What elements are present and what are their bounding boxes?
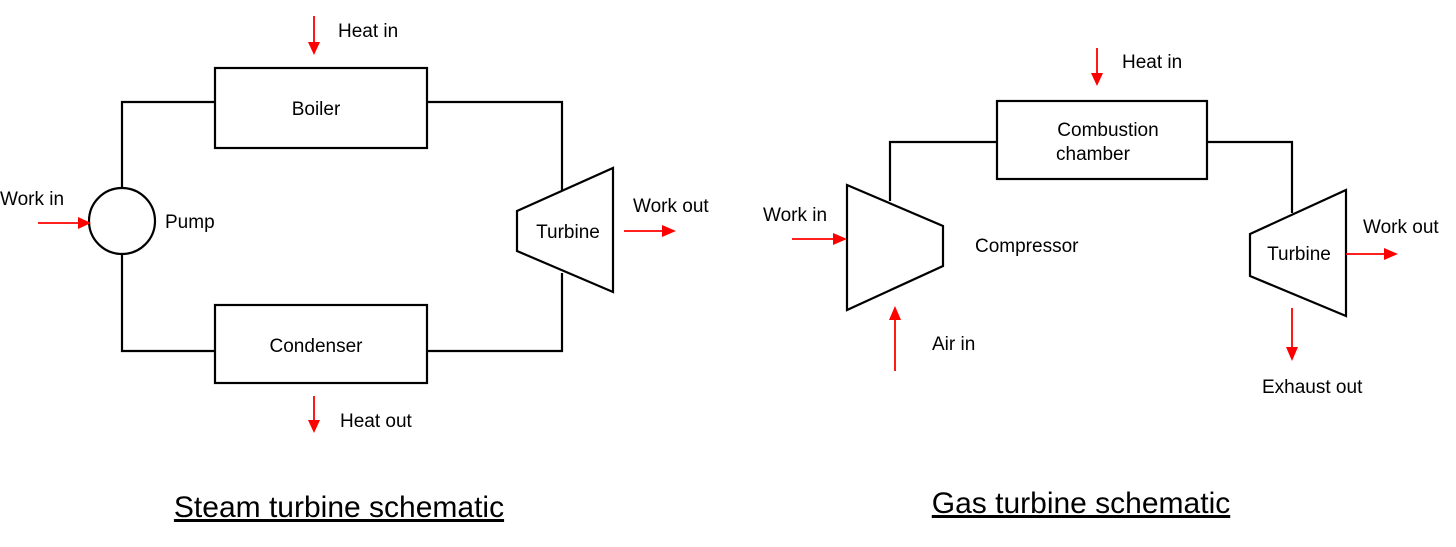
gas-work-out-arrowhead (1384, 248, 1398, 260)
steam-work-in-arrowhead (78, 217, 91, 229)
gas-turbine-label: Turbine (1267, 244, 1331, 265)
boiler-box (213, 66, 429, 150)
compressor-shape (845, 183, 945, 312)
gas-work-out-label: Work out (1363, 217, 1439, 238)
gas-heat-in-label: Heat in (1122, 52, 1182, 73)
condenser-label: Condenser (270, 336, 364, 357)
steam-heat-in-label: Heat in (338, 21, 398, 42)
condenser-box (213, 303, 429, 385)
pump-circle (87, 186, 157, 256)
boiler-label: Boiler (292, 99, 341, 120)
steam-schematic: Boiler Condenser Pump Turbine Heat in He… (0, 16, 709, 524)
air-in-arrowhead (889, 306, 901, 320)
steam-heat-in-arrowhead (308, 42, 320, 55)
steam-heat-out-label: Heat out (340, 411, 413, 432)
steam-turbine-label: Turbine (536, 222, 600, 243)
gas-work-in-label: Work in (763, 205, 827, 226)
gas-pipe-combustion-turbine (1207, 140, 1294, 213)
steam-work-out-label: Work out (633, 196, 709, 217)
exhaust-out-arrowhead (1286, 347, 1298, 361)
gas-heat-in-arrowhead (1091, 73, 1103, 86)
gas-title: Gas turbine schematic (932, 487, 1230, 520)
steam-heat-out-arrowhead (308, 420, 320, 433)
steam-work-out-arrowhead (662, 225, 676, 237)
gas-pipe-compressor-combustion (888, 140, 997, 201)
combustion-label-line1: Combustion (1057, 120, 1158, 141)
exhaust-out-label: Exhaust out (1262, 377, 1363, 398)
combustion-label-line2: chamber (1056, 144, 1131, 165)
compressor-label: Compressor (975, 236, 1079, 257)
combustion-chamber-box (995, 99, 1209, 181)
steam-work-in-label: Work in (0, 189, 64, 210)
steam-pipe-condenser-pump (120, 254, 215, 353)
air-in-label: Air in (932, 334, 975, 355)
steam-title: Steam turbine schematic (174, 491, 504, 524)
steam-pipe-turbine-condenser (427, 273, 564, 353)
pump-label: Pump (165, 212, 215, 233)
gas-schematic: Combustion chamber Compressor Turbine He… (763, 48, 1439, 520)
gas-turbine-shape (1248, 188, 1348, 318)
steam-turbine-shape (515, 166, 615, 294)
gas-work-in-arrowhead (833, 233, 847, 245)
steam-pipe-pump-boiler (120, 100, 215, 188)
steam-pipe-boiler-turbine (427, 100, 564, 194)
